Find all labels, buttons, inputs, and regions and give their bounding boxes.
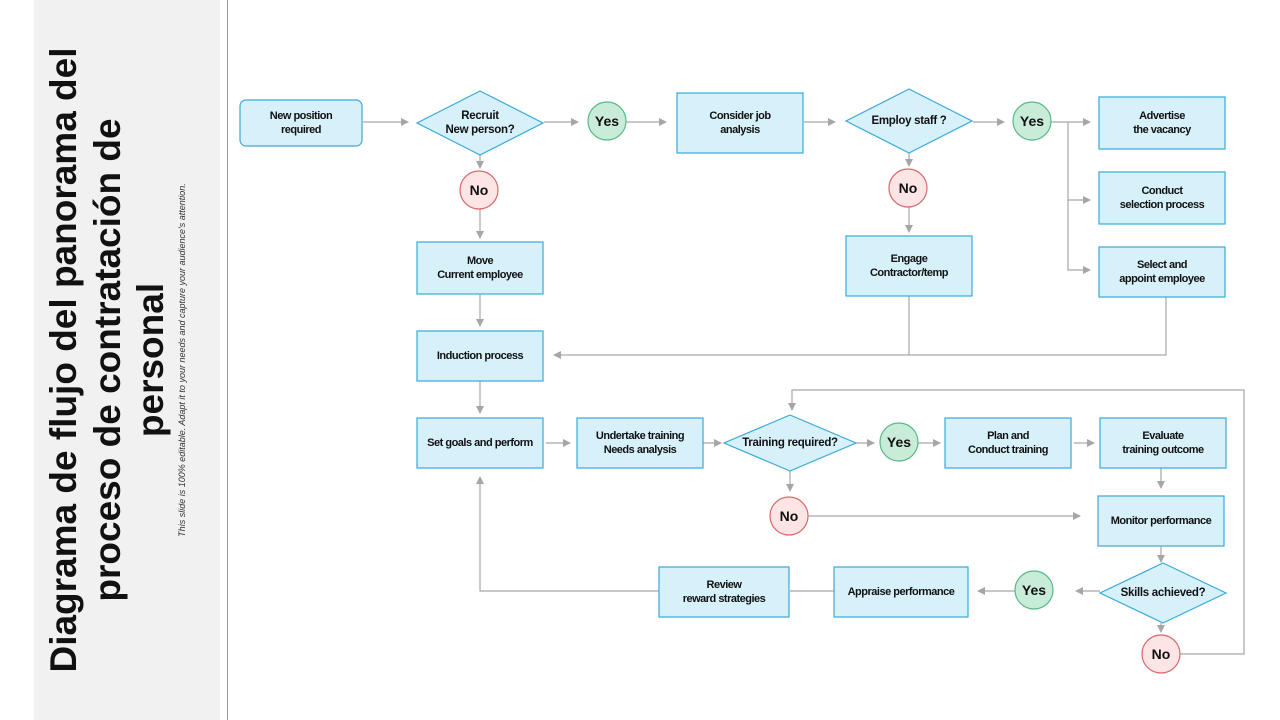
node-label-recruit: New person? bbox=[446, 124, 515, 136]
node-label-evaluate: Evaluate bbox=[1142, 430, 1184, 442]
node-label-yes-4: Yes bbox=[1022, 582, 1046, 598]
side-panel bbox=[34, 0, 220, 720]
node-label-move-employee: Move bbox=[467, 255, 494, 267]
consider-job-node: Consider job analysis bbox=[676, 92, 804, 154]
node-label-advertise: the vacancy bbox=[1133, 124, 1192, 136]
no-4-no-circle: No bbox=[1141, 634, 1181, 674]
node-label-skills-achieved: Skills achieved? bbox=[1121, 587, 1206, 599]
node-label-undertake-training: Needs analysis bbox=[604, 444, 677, 456]
node-label-evaluate: training outcome bbox=[1122, 444, 1204, 456]
node-label-training-required: Training required? bbox=[742, 437, 838, 449]
set-goals-node: Set goals and perform bbox=[416, 417, 544, 469]
node-label-no-2: No bbox=[899, 180, 918, 196]
induction-node: Induction process bbox=[416, 330, 544, 382]
node-label-select-appoint: Select and bbox=[1137, 259, 1187, 271]
node-label-undertake-training: Undertake training bbox=[596, 430, 684, 442]
node-label-plan-training: Conduct training bbox=[968, 444, 1048, 456]
node-label-consider-job: analysis bbox=[720, 124, 760, 136]
node-label-new-position: New position bbox=[270, 110, 333, 122]
node-label-select-appoint: appoint employee bbox=[1119, 273, 1205, 285]
select-appoint-node: Select and appoint employee bbox=[1098, 246, 1226, 298]
yes-2-yes-circle: Yes bbox=[1012, 101, 1052, 141]
node-label-engage-contractor: Engage bbox=[891, 253, 928, 265]
yes-4-yes-circle: Yes bbox=[1014, 570, 1054, 610]
edge-review-to-goals bbox=[476, 476, 659, 592]
yes-1-yes-circle: Yes bbox=[587, 101, 627, 141]
side-divider bbox=[227, 0, 228, 720]
node-label-conduct-selection: Conduct bbox=[1141, 185, 1183, 197]
node-label-no-1: No bbox=[470, 182, 489, 198]
node-label-no-4: No bbox=[1152, 646, 1171, 662]
node-label-recruit: Recruit bbox=[461, 110, 499, 122]
training-required-decision: Training required? bbox=[722, 414, 858, 472]
connectors bbox=[363, 118, 1245, 655]
node-label-new-position: required bbox=[281, 124, 321, 136]
node-label-no-3: No bbox=[780, 508, 799, 524]
node-label-consider-job: Consider job bbox=[709, 110, 771, 122]
edge-to-conduct bbox=[1067, 122, 1091, 204]
node-label-plan-training: Plan and bbox=[987, 430, 1029, 442]
yes-3-yes-circle: Yes bbox=[879, 422, 919, 462]
edge-no4-loop-to-training bbox=[788, 389, 1245, 655]
node-label-set-goals: Set goals and perform bbox=[427, 437, 533, 449]
node-label-yes-2: Yes bbox=[1020, 113, 1044, 129]
employ-staff-decision: Employ staff ? bbox=[844, 88, 974, 154]
node-label-employ-staff: Employ staff ? bbox=[871, 115, 946, 127]
node-label-engage-contractor: Contractor/temp bbox=[870, 267, 949, 279]
node-label-review-reward: Review bbox=[707, 579, 743, 591]
conduct-selection-node: Conduct selection process bbox=[1098, 171, 1226, 225]
node-label-advertise: Advertise bbox=[1139, 110, 1185, 122]
appraise-node: Appraise performance bbox=[833, 566, 969, 618]
edge-select-to-induction bbox=[553, 297, 1167, 359]
new-position-node: New position required bbox=[239, 99, 363, 147]
evaluate-node: Evaluate training outcome bbox=[1099, 417, 1227, 469]
node-label-conduct-selection: selection process bbox=[1120, 199, 1205, 211]
no-2-no-circle: No bbox=[888, 168, 928, 208]
no-1-no-circle: No bbox=[459, 170, 499, 210]
no-3-no-circle: No bbox=[769, 496, 809, 536]
review-reward-node: Review reward strategies bbox=[658, 566, 790, 618]
node-label-move-employee: Current employee bbox=[437, 269, 523, 281]
skills-achieved-decision: Skills achieved? bbox=[1098, 562, 1228, 624]
node-label-appraise: Appraise performance bbox=[848, 586, 955, 598]
node-label-review-reward: reward strategies bbox=[683, 593, 766, 605]
node-label-induction: Induction process bbox=[437, 350, 524, 362]
advertise-node: Advertise the vacancy bbox=[1098, 96, 1226, 150]
monitor-node: Monitor performance bbox=[1097, 495, 1225, 547]
edge-to-select bbox=[1067, 200, 1091, 274]
node-label-yes-1: Yes bbox=[595, 113, 619, 129]
node-label-yes-3: Yes bbox=[887, 434, 911, 450]
node-label-monitor: Monitor performance bbox=[1111, 515, 1212, 527]
